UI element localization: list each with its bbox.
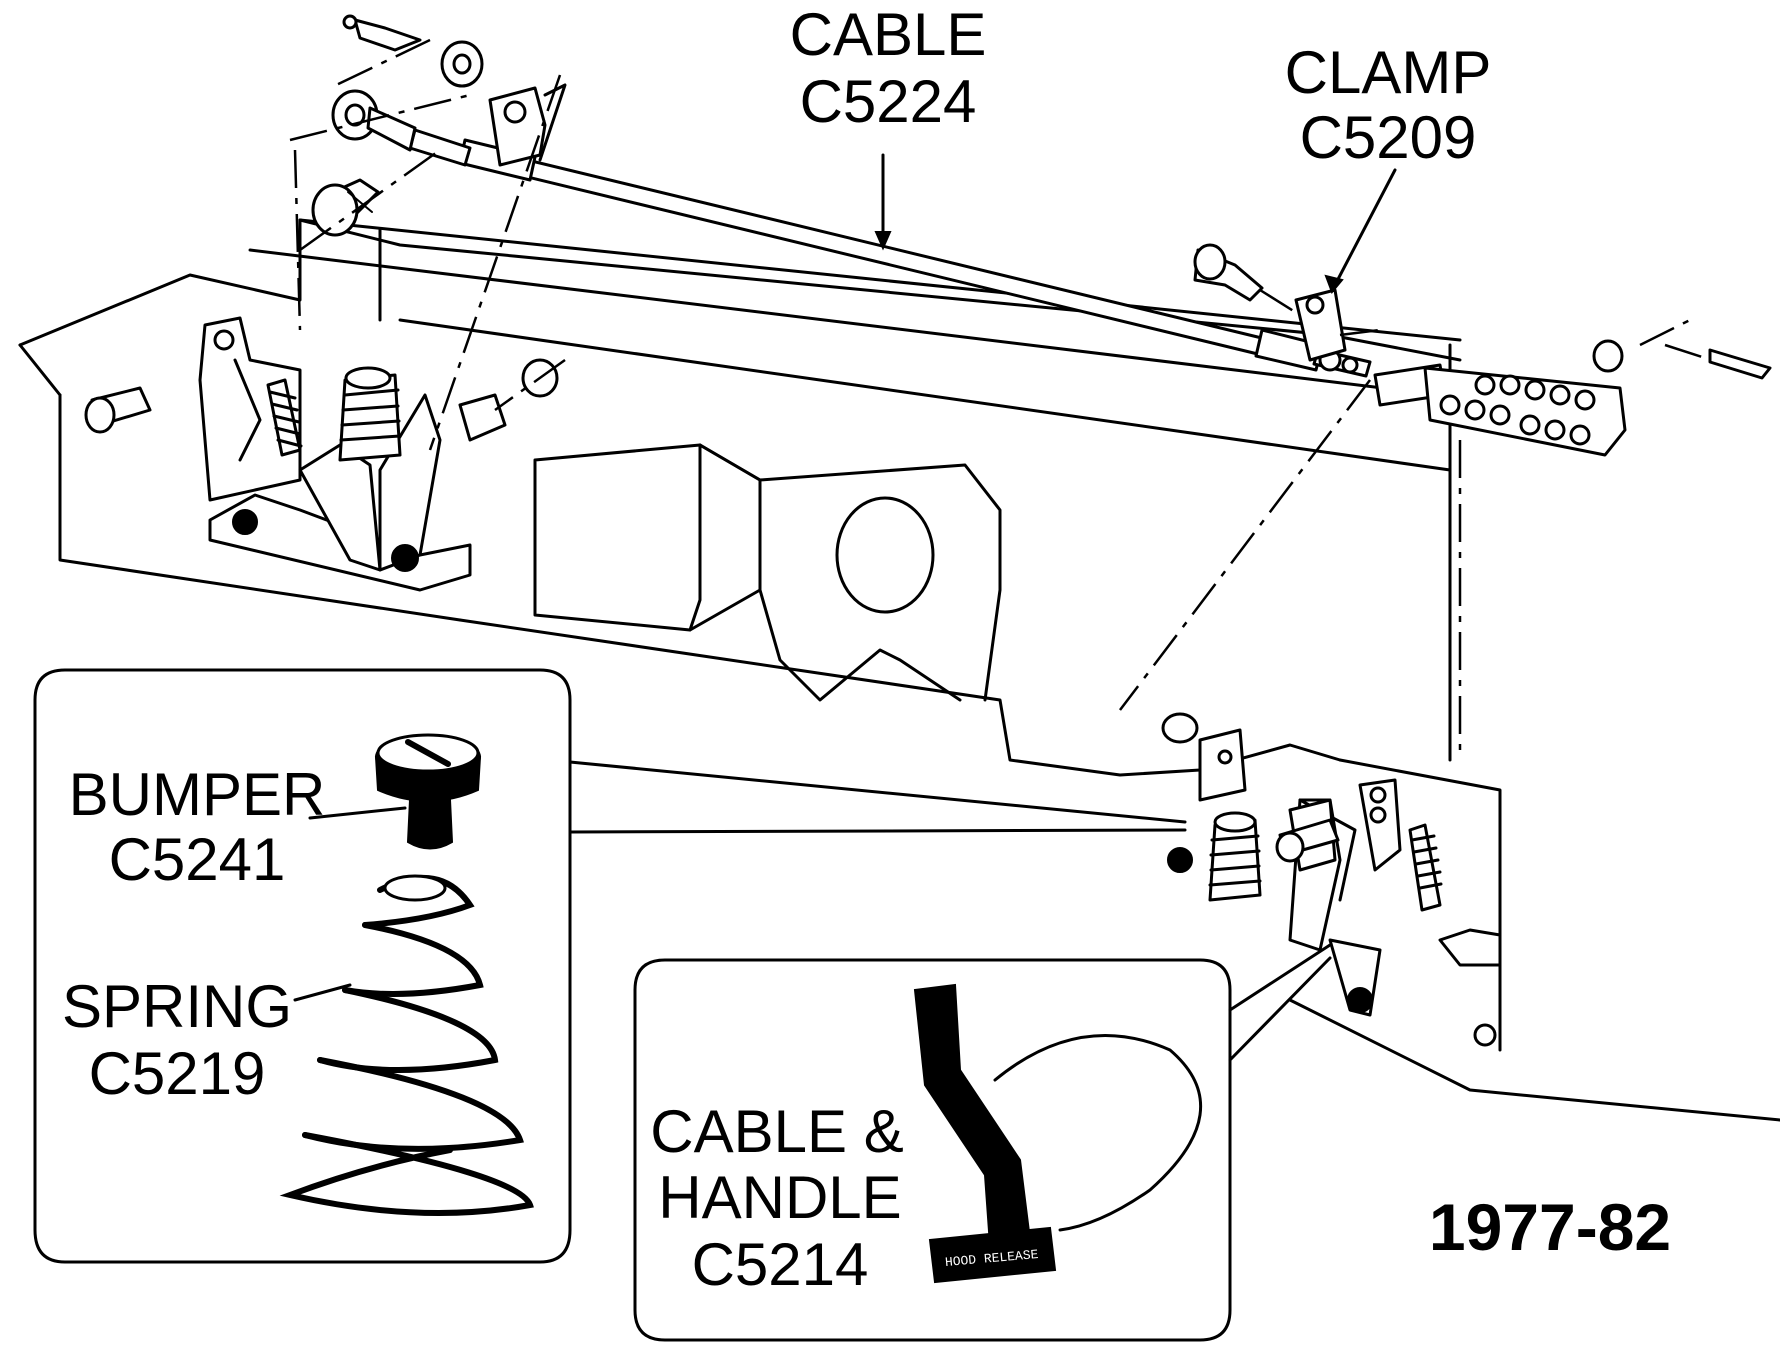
cable-label: CABLE bbox=[790, 1, 987, 68]
left-top-fasteners bbox=[289, 14, 484, 331]
callout-bumper: BUMPER C5241 bbox=[69, 761, 326, 893]
spring-label: SPRING bbox=[62, 973, 292, 1040]
left-bumper-stack bbox=[338, 366, 402, 462]
spring-c5219-illustration bbox=[279, 874, 534, 1216]
leader-lines bbox=[293, 153, 1397, 1002]
callout-spring: SPRING C5219 bbox=[62, 973, 292, 1107]
cable-c5224 bbox=[458, 138, 1372, 378]
callout-cable-handle: CABLE & HANDLE C5214 bbox=[650, 1098, 903, 1298]
clamp-label: CLAMP bbox=[1285, 39, 1492, 106]
clamp-part-number: C5209 bbox=[1300, 104, 1477, 171]
clamp-c5209 bbox=[1193, 243, 1381, 362]
cable-end-bracket-left bbox=[408, 83, 567, 167]
bumper-part-number: C5241 bbox=[109, 826, 286, 893]
year-range-label: 1977-82 bbox=[1429, 1190, 1671, 1264]
cable-handle-label-line1: CABLE & bbox=[650, 1098, 903, 1165]
callout-clamp: CLAMP C5209 bbox=[1285, 39, 1492, 171]
cable-part-number: C5224 bbox=[800, 68, 977, 135]
right-release-plate bbox=[1119, 318, 1772, 760]
inset-bumper-spring bbox=[33, 668, 1187, 1264]
cable-handle-label-line2: HANDLE bbox=[658, 1164, 901, 1231]
right-bumper-stack bbox=[1161, 712, 1262, 902]
center-block bbox=[533, 443, 1002, 702]
bumper-label: BUMPER bbox=[69, 761, 326, 828]
inset-cable-handle bbox=[633, 943, 1332, 1342]
cable-handle-c5214-illustration: HOOD RELEASE bbox=[913, 983, 1203, 1284]
spring-part-number: C5219 bbox=[89, 1040, 266, 1107]
right-latch-assembly bbox=[1198, 728, 1502, 1047]
left-latch-assembly bbox=[84, 316, 472, 592]
cable-handle-part-number: C5214 bbox=[692, 1231, 869, 1298]
bumper-c5241-illustration bbox=[374, 733, 482, 850]
callout-cable: CABLE C5224 bbox=[790, 1, 987, 135]
left-center-nut bbox=[428, 74, 566, 451]
